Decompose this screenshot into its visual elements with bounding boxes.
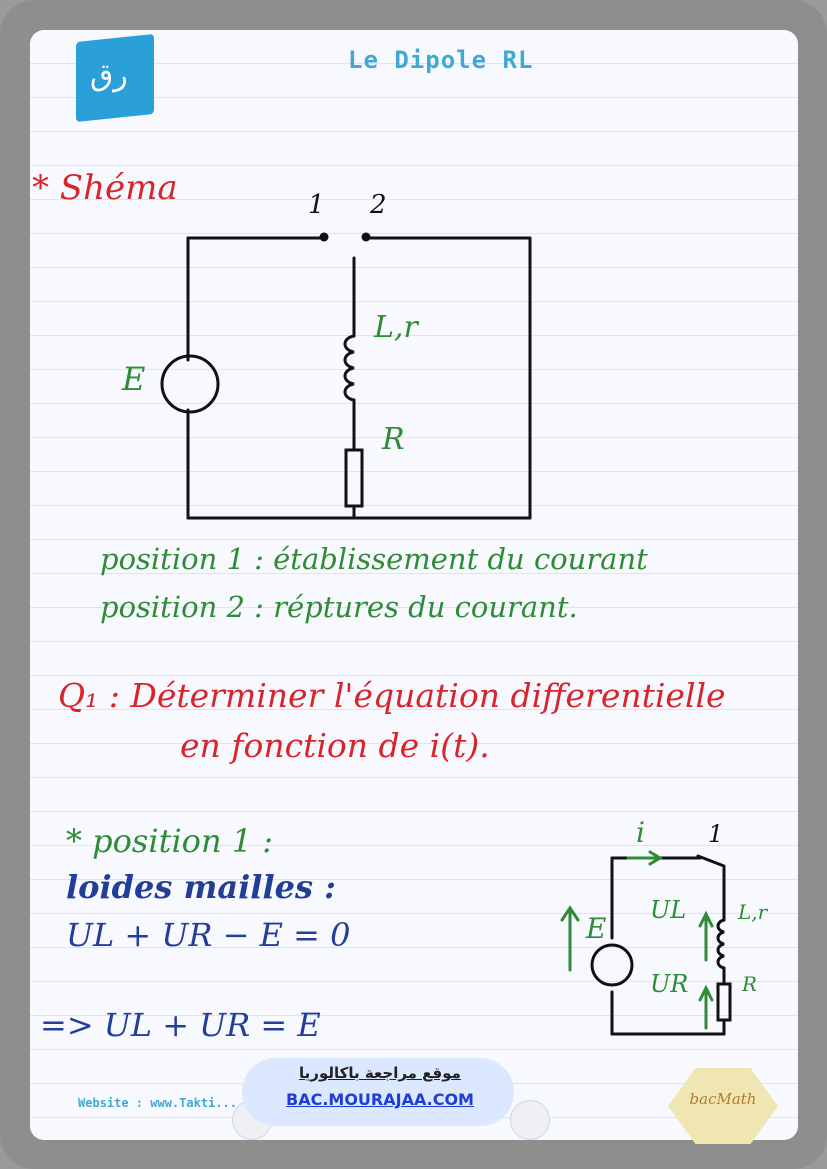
switch-label-2: 2 — [370, 190, 387, 220]
question-line-1: Q₁ : Déterminer l'équation differentiell… — [58, 676, 726, 715]
c2-source-arrow — [560, 905, 580, 972]
banner-url-link[interactable]: BAC.MOURAJAA.COM — [286, 1090, 474, 1109]
brand-logo-glyph: رق — [90, 58, 128, 93]
inductor-coil — [343, 334, 356, 402]
inductor-label: L,r — [374, 310, 418, 345]
c2-switch-lever — [696, 854, 726, 868]
mesh-law-text: loides mailles : — [66, 868, 336, 906]
bacmath-badge-text: bacMath — [689, 1090, 757, 1108]
question-line-2: en fonction de i(t). — [180, 726, 490, 765]
c2-inductor-coil — [716, 918, 726, 970]
resistor-symbol — [344, 448, 364, 508]
position-2-text: position 2 : réptures du courant. — [100, 590, 578, 624]
site-banner[interactable] — [242, 1058, 514, 1126]
c2-resistor-label: R — [742, 972, 758, 996]
current-label: i — [636, 816, 645, 849]
c2-ul-arrow — [698, 910, 714, 962]
c2-ur-arrow — [698, 984, 714, 1030]
right-bubble-icon — [510, 1100, 550, 1140]
c2-inductor-label: L,r — [738, 900, 768, 924]
banner-arabic-link[interactable]: موقع مراجعة باكالوريا — [299, 1064, 461, 1082]
rl-circuit-position-1 — [560, 850, 732, 1036]
c2-resistor — [716, 982, 732, 1022]
c2-source-label: E — [586, 912, 607, 945]
position-1-text: position 1 : établissement du courant — [100, 542, 648, 576]
resistor-label: R — [382, 422, 405, 457]
equation-2: => UL + UR = E — [40, 1006, 321, 1044]
ul-label: UL — [650, 896, 687, 924]
website-footer: Website : www.Takti... — [78, 1096, 237, 1110]
switch-label-1: 1 — [308, 190, 325, 220]
switch-contact-1 — [319, 232, 329, 242]
rl-circuit-diagram — [160, 232, 532, 520]
c2-voltage-source — [590, 943, 634, 987]
voltage-source-symbol — [160, 354, 220, 414]
equation-1: UL + UR − E = 0 — [66, 916, 351, 954]
c2-current-arrowhead — [648, 850, 663, 866]
schema-heading: * Shéma — [32, 168, 178, 208]
notebook-sheet: رق Le Dipole RL * Shéma — [30, 30, 798, 1140]
c2-switch-label: 1 — [708, 820, 724, 848]
page-title: Le Dipole RL — [348, 46, 534, 74]
answer-heading: * position 1 : — [66, 822, 274, 860]
source-label: E — [122, 360, 146, 398]
ur-label: UR — [650, 970, 689, 998]
